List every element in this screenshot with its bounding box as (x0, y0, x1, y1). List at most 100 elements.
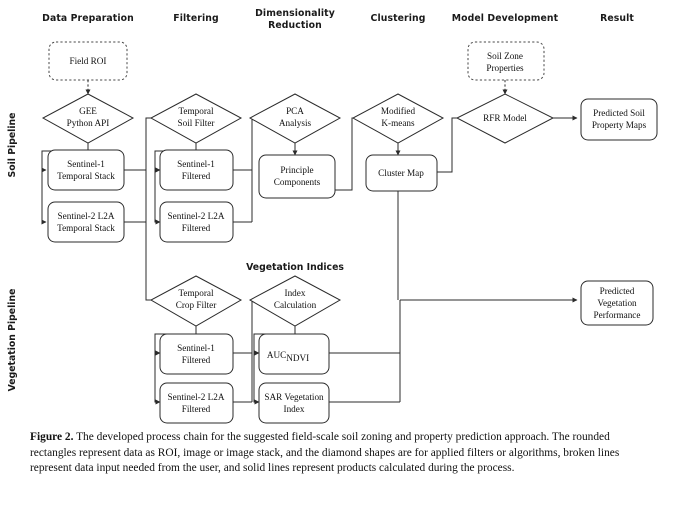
edge-principle-components-to-kmeans (335, 115, 370, 191)
temporal-soil-filter-label-1: Temporal (178, 106, 214, 116)
auc-ndvi-subscript: NDVI (286, 353, 309, 363)
node-soil-zone-properties[interactable]: Soil Zone Properties (467, 41, 545, 81)
sentinel1-filtered-soil-label-2: Filtered (182, 171, 211, 181)
modified-kmeans-label-1: Modified (381, 106, 416, 116)
temporal-crop-filter-shape (149, 275, 243, 327)
column-header-result: Result (600, 13, 634, 24)
sentinel1-filtered-vegetation-label-2: Filtered (182, 355, 211, 365)
index-calculation-shape (248, 275, 342, 327)
edge-gee-to-s2-stack (41, 170, 47, 225)
sentinel1-filtered-soil-label-1: Sentinel-1 (177, 159, 215, 169)
predicted-vegetation-performance-label-2: Vegetation (597, 298, 637, 308)
sar-vegetation-index-shape (258, 382, 330, 424)
predicted-vegetation-performance-label-1: Predicted (600, 286, 635, 296)
auc-ndvi-base: AUC (267, 350, 286, 360)
column-header-dimensionality: Dimensionality (255, 8, 335, 19)
node-sentinel1-filtered-soil[interactable]: Sentinel-1 Filtered (159, 149, 234, 191)
figure-caption-label: Figure 2. (30, 431, 74, 443)
sentinel2-filtered-vegetation-shape (159, 382, 234, 424)
auc-ndvi-label: AUCNDVI (267, 350, 309, 363)
predicted-soil-property-maps-label-2: Property Maps (592, 120, 647, 130)
node-predicted-vegetation-performance[interactable]: Predicted Vegetation Performance (580, 280, 654, 326)
pca-analysis-label-2: Analysis (279, 118, 312, 128)
principle-components-shape (258, 154, 336, 199)
index-calculation-label-2: Calculation (274, 300, 317, 310)
node-sentinel1-temporal-stack[interactable]: Sentinel-1 Temporal Stack (47, 149, 125, 191)
sentinel2-filtered-vegetation-label-2: Filtered (182, 404, 211, 414)
predicted-vegetation-performance-label-3: Performance (594, 310, 641, 320)
edge-tsf-to-s2-filtered (154, 170, 161, 225)
sar-vegetation-index-label-2: Index (284, 404, 305, 414)
column-header-data-preparation: Data Preparation (42, 13, 134, 24)
sentinel1-filtered-soil-shape (159, 149, 234, 191)
sentinel1-temporal-stack-shape (47, 149, 125, 191)
sentinel1-temporal-stack-label-1: Sentinel-1 (67, 159, 105, 169)
node-sentinel2-filtered-soil[interactable]: Sentinel-2 L2A Filtered (159, 201, 234, 243)
sentinel2-filtered-soil-shape (159, 201, 234, 243)
figure-caption: Figure 2. The developed process chain fo… (30, 430, 658, 477)
node-sentinel1-filtered-vegetation[interactable]: Sentinel-1 Filtered (159, 333, 234, 375)
column-header-model-development: Model Development (452, 13, 559, 24)
node-temporal-soil-filter[interactable]: Temporal Soil Filter (149, 93, 243, 144)
node-temporal-crop-filter[interactable]: Temporal Crop Filter (149, 275, 243, 327)
principle-components-label-1: Principle (280, 165, 313, 175)
process-chain-diagram: Data Preparation Filtering Dimensionalit… (7, 8, 658, 424)
predicted-soil-property-maps-shape (580, 98, 658, 141)
node-rfr-model[interactable]: RFR Model (455, 93, 555, 144)
node-principle-components[interactable]: Principle Components (258, 154, 336, 199)
node-cluster-map[interactable]: Cluster Map (365, 154, 438, 192)
field-roi-label: Field ROI (69, 56, 106, 66)
temporal-crop-filter-label-1: Temporal (178, 288, 214, 298)
temporal-soil-filter-label-2: Soil Filter (177, 118, 214, 128)
index-calculation-label-1: Index (285, 288, 306, 298)
modified-kmeans-shape (351, 93, 445, 144)
side-label-soil-pipeline: Soil Pipeline (7, 113, 18, 178)
node-sentinel2-filtered-vegetation[interactable]: Sentinel-2 L2A Filtered (159, 382, 234, 424)
column-header-reduction: Reduction (268, 20, 322, 31)
modified-kmeans-label-2: K-means (381, 118, 415, 128)
sentinel2-filtered-vegetation-label-1: Sentinel-2 L2A (168, 392, 225, 402)
node-pca-analysis[interactable]: PCA Analysis (248, 93, 342, 144)
sentinel2-filtered-soil-label-2: Filtered (182, 223, 211, 233)
node-field-roi[interactable]: Field ROI (48, 41, 128, 81)
node-sentinel2-temporal-stack[interactable]: Sentinel-2 L2A Temporal Stack (47, 201, 125, 243)
rfr-model-shape (455, 93, 555, 144)
sentinel2-temporal-stack-label-2: Temporal Stack (57, 223, 115, 233)
figure-caption-text: The developed process chain for the sugg… (30, 431, 620, 475)
sar-vegetation-index-label-1: SAR Vegetation (264, 392, 324, 402)
pca-analysis-label-1: PCA (286, 106, 304, 116)
predicted-soil-property-maps-label-1: Predicted Soil (593, 108, 645, 118)
temporal-crop-filter-label-2: Crop Filter (176, 300, 217, 310)
predicted-vegetation-performance-shape (580, 280, 654, 326)
node-sar-vegetation-index[interactable]: SAR Vegetation Index (258, 382, 330, 424)
gee-label-1: GEE (79, 106, 97, 116)
node-gee-python-api[interactable]: GEE Python API (41, 93, 135, 144)
pca-analysis-shape (248, 93, 342, 144)
cluster-map-label: Cluster Map (378, 168, 424, 178)
principle-components-label-2: Components (274, 177, 321, 187)
sentinel1-filtered-vegetation-label-1: Sentinel-1 (177, 343, 215, 353)
gee-diamond-shape (41, 93, 135, 144)
node-index-calculation[interactable]: Index Calculation (248, 275, 342, 327)
cluster-map-shape (365, 154, 438, 192)
soil-zone-properties-shape (467, 41, 545, 81)
side-label-vegetation-pipeline: Vegetation Pipeline (7, 289, 18, 392)
rfr-model-label: RFR Model (483, 113, 527, 123)
group-label-vegetation-indices: Vegetation Indices (246, 262, 344, 273)
soil-zone-properties-label-2: Properties (486, 63, 524, 73)
soil-zone-properties-label-1: Soil Zone (487, 51, 523, 61)
sentinel2-temporal-stack-shape (47, 201, 125, 243)
node-predicted-soil-property-maps[interactable]: Predicted Soil Property Maps (580, 98, 658, 141)
column-header-clustering: Clustering (371, 13, 426, 24)
edge-tcf-to-s2-filtered-veg (154, 353, 161, 405)
edge-cluster-map-to-rfr (437, 115, 469, 173)
field-roi-shape (48, 41, 128, 81)
column-header-filtering: Filtering (173, 13, 218, 24)
gee-label-2: Python API (67, 118, 110, 128)
node-auc-ndvi[interactable]: AUCNDVI (258, 333, 330, 375)
node-modified-kmeans[interactable]: Modified K-means (351, 93, 445, 144)
sentinel2-temporal-stack-label-1: Sentinel-2 L2A (58, 211, 115, 221)
edge-ic-to-sar-vegetation-index (253, 353, 260, 405)
sentinel1-temporal-stack-label-2: Temporal Stack (57, 171, 115, 181)
